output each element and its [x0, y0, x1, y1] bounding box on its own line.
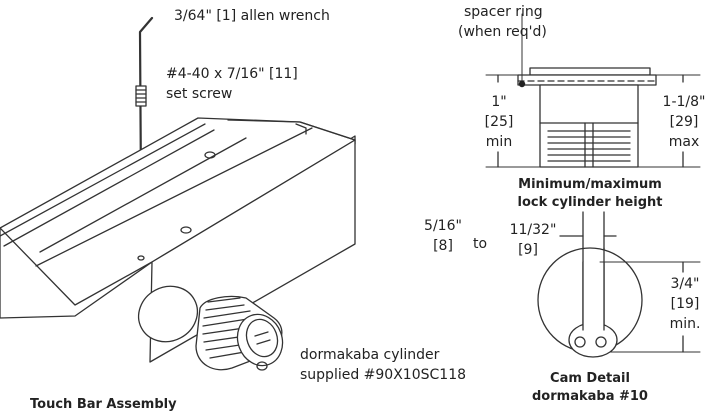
cam-caption-line1: Cam Detail: [550, 371, 630, 386]
cam-length-mm: [19]: [670, 296, 700, 312]
assembly-caption: Touch Bar Assembly: [30, 397, 177, 412]
cam-length-inches: 3/4": [670, 276, 700, 292]
min-height-word: min: [485, 134, 513, 150]
cam-width-max-inches: 11/32": [509, 222, 557, 238]
allen-wrench-label: 3/64" [1] allen wrench: [174, 8, 330, 24]
set-screw-label-line2: set screw: [166, 86, 233, 102]
cylinder-label-line1: dormakaba cylinder: [300, 347, 440, 363]
cam-width-min-inches: 5/16": [424, 218, 462, 234]
cam-width-min-mm: [8]: [433, 238, 453, 254]
min-height-mm: [25]: [484, 114, 514, 130]
cam-detail-figure: [537, 211, 701, 358]
height-caption-line2: lock cylinder height: [517, 195, 663, 210]
spacer-ring-label-line1: spacer ring: [464, 4, 543, 20]
cylinder-label-line2: supplied #90X10SC118: [300, 367, 467, 383]
cam-width-to: to: [472, 236, 488, 252]
lock-cylinder-icon: [195, 295, 284, 371]
min-height-inches: 1": [491, 94, 507, 110]
spacer-ring-label-line2: (when req'd): [458, 24, 547, 40]
set-screw-label-line1: #4-40 x 7/16" [11]: [166, 66, 298, 82]
height-caption-line1: Minimum/maximum: [518, 177, 662, 192]
cam-caption-line2: dormakaba #10: [532, 389, 648, 404]
max-height-inches: 1-1/8": [662, 94, 706, 110]
max-height-word: max: [668, 134, 700, 150]
max-height-mm: [29]: [669, 114, 699, 130]
allen-wrench-icon: [138, 16, 154, 192]
cam-width-max-mm: [9]: [518, 242, 538, 258]
set-screw-icon: [135, 85, 147, 107]
cylinder-height-figure: [485, 13, 701, 168]
cam-length-word: min.: [669, 316, 701, 332]
spacer-ring-disc: [137, 285, 199, 343]
